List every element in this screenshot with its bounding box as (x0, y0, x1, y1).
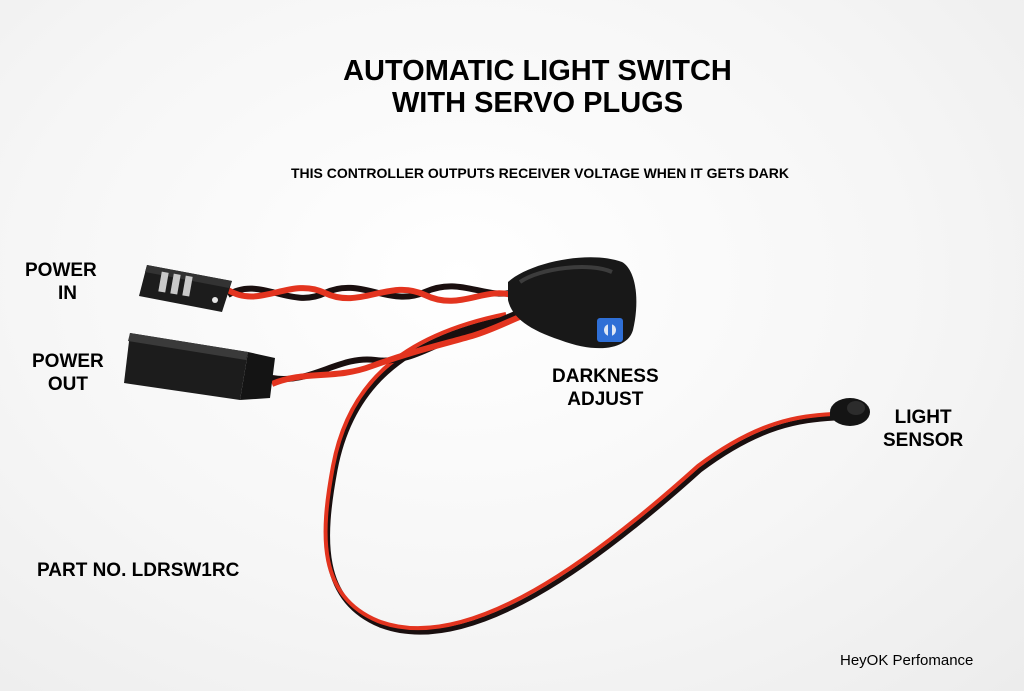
power-in-label-line-2: IN (58, 283, 77, 304)
power-out-plug (124, 333, 275, 400)
power-in-plug (139, 265, 232, 312)
darkness-label-line-1: DARKNESS (552, 366, 659, 387)
light-sensor-label-line-1: LIGHT (894, 407, 952, 428)
part-number: PART NO. LDRSW1RC (37, 560, 240, 581)
light-sensor-label: LIGHT SENSOR (883, 406, 963, 452)
power-out-label-line-1: POWER (32, 351, 104, 372)
light-sensor (830, 398, 870, 426)
power-in-label-line-1: POWER (25, 260, 97, 281)
power-out-twisted-wire (270, 309, 524, 387)
darkness-label-line-2: ADJUST (567, 389, 644, 410)
controller-module (508, 257, 637, 349)
darkness-adjust-label: DARKNESS ADJUST (552, 365, 659, 411)
page-title-line-2: WITH SERVO PLUGS (391, 87, 684, 119)
power-out-label-line-2: OUT (47, 374, 88, 395)
power-in-twisted-wire (226, 283, 517, 304)
subtitle: THIS CONTROLLER OUTPUTS RECEIVER VOLTAGE… (290, 165, 790, 181)
brand-watermark: HeyOK Perfomance (840, 652, 974, 669)
sensor-lead-wire (323, 312, 836, 635)
power-out-label: POWER OUT (32, 350, 104, 396)
page-title-line-1: AUTOMATIC LIGHT SWITCH (343, 55, 732, 87)
light-sensor-label-line-2: SENSOR (883, 430, 964, 451)
power-in-label: POWER IN (25, 259, 97, 305)
